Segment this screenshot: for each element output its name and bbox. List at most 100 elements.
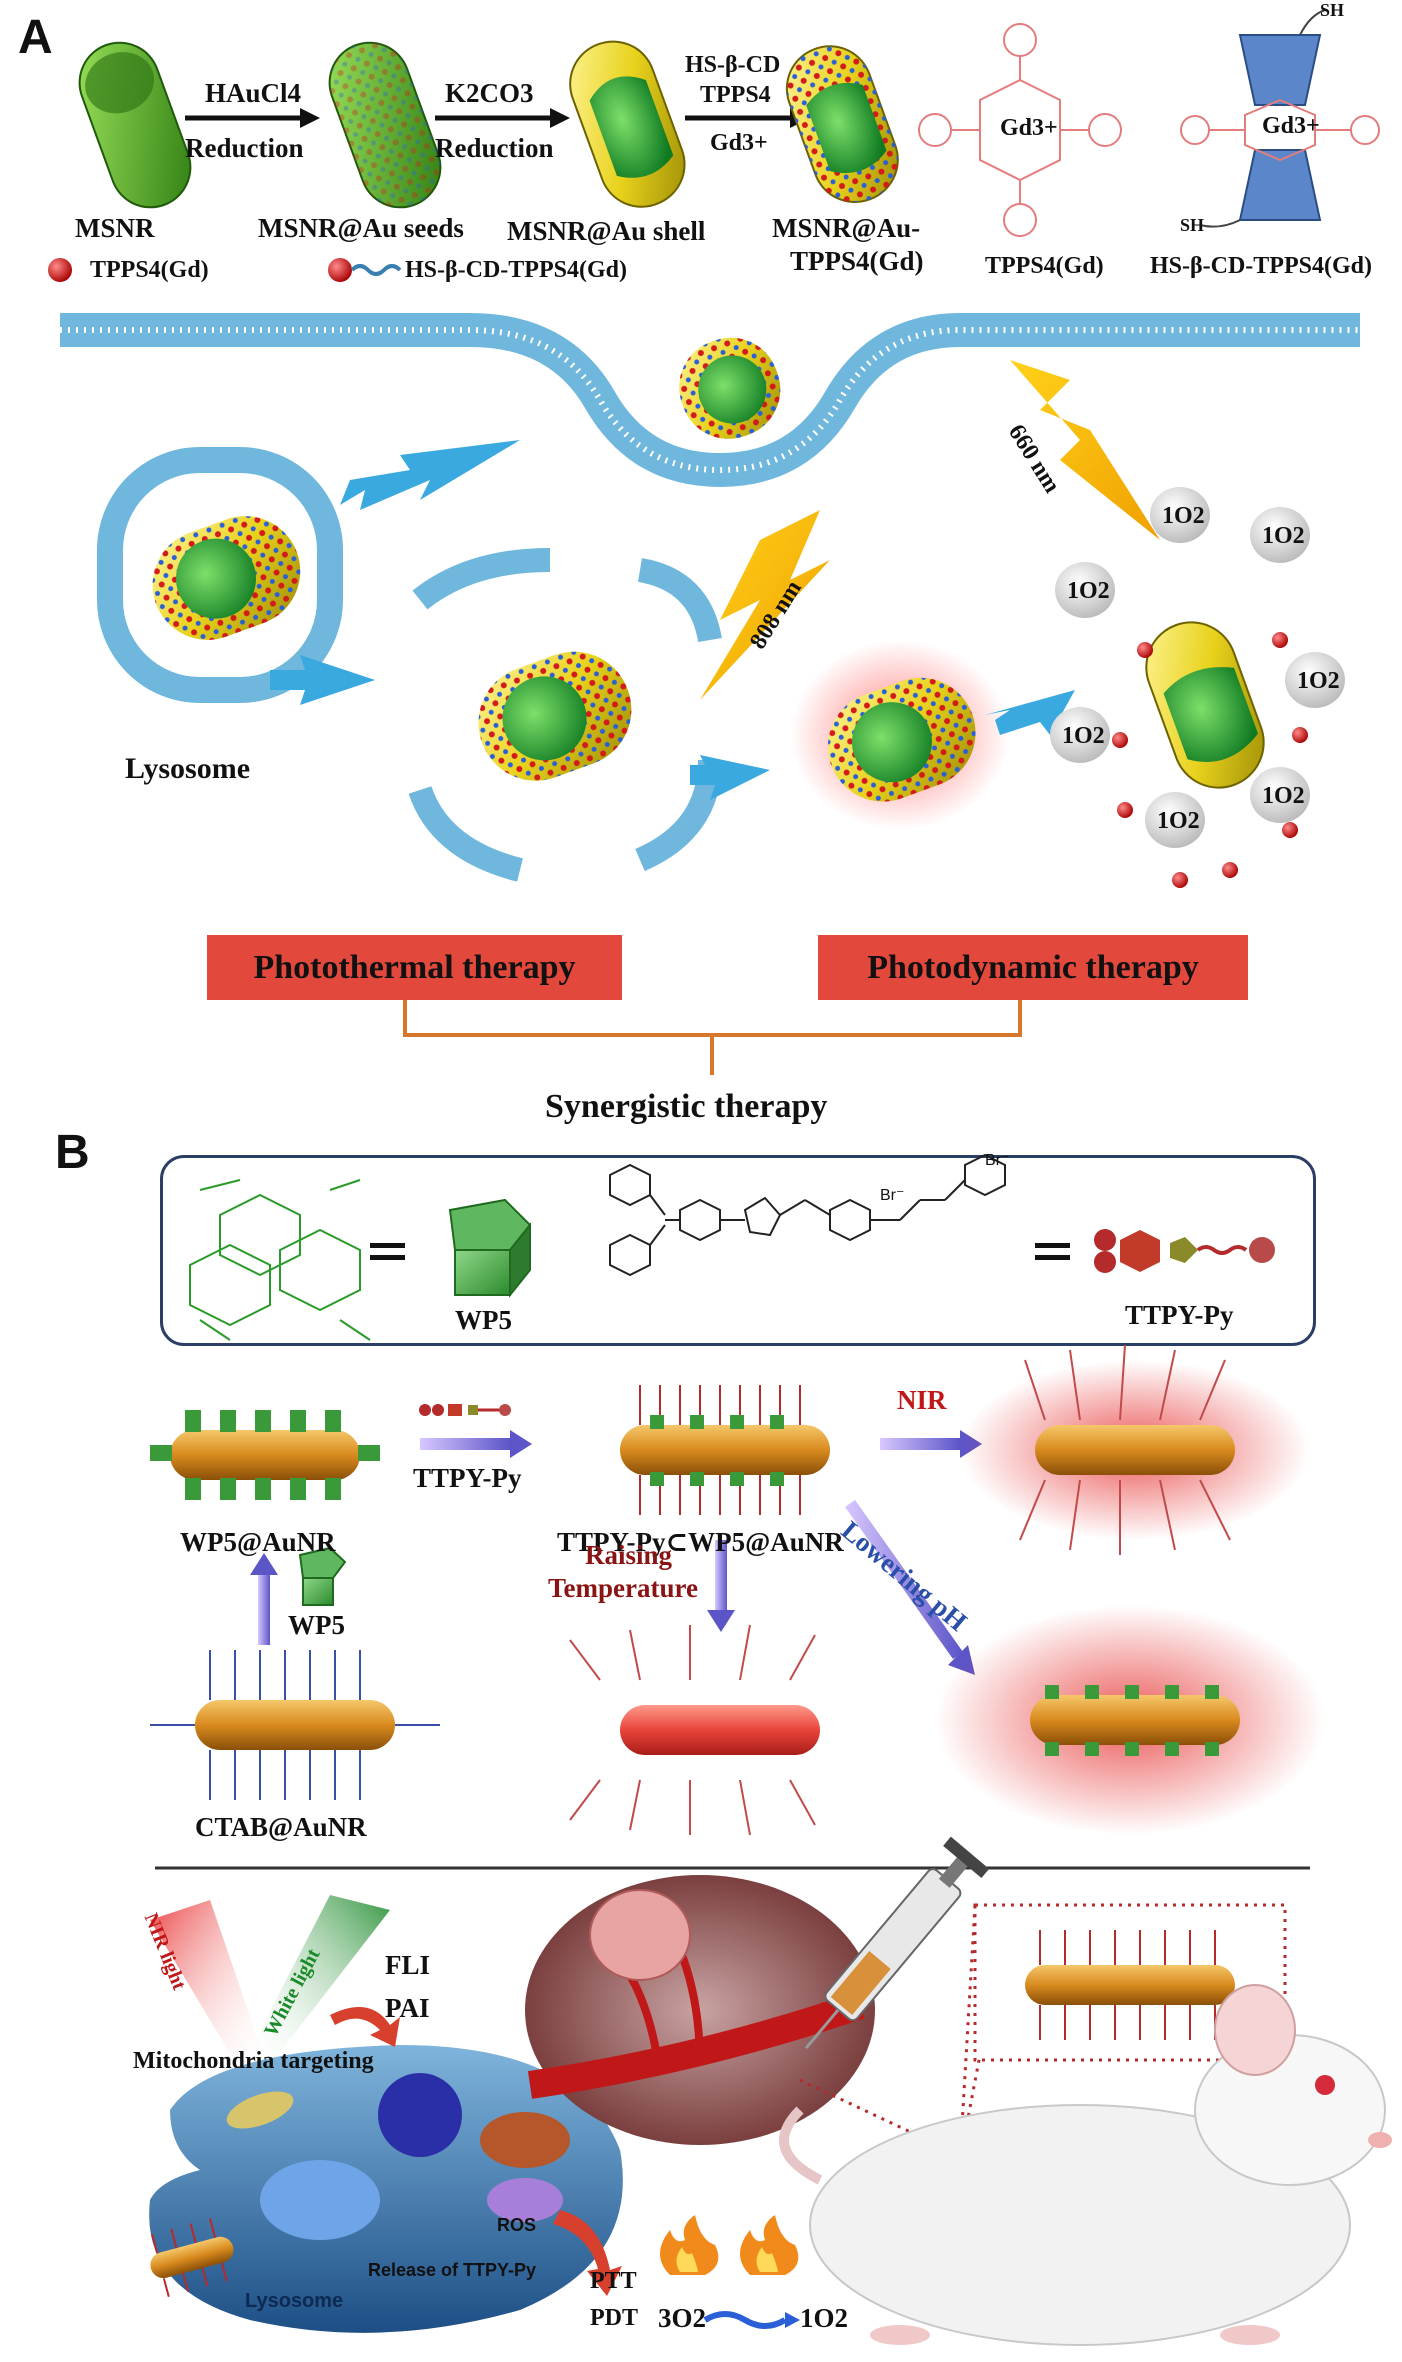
panel-a-illustration — [48, 9, 1380, 1075]
ttpy-wp5-aunr-rod — [620, 1385, 830, 1515]
organelles — [226, 2073, 570, 2240]
stage4-label-1: MSNR@Au- — [772, 213, 921, 243]
step2-reagent: K2CO3 — [445, 78, 534, 108]
stage2-label: MSNR@Au seeds — [258, 213, 464, 243]
ptt-label: PTT — [590, 2268, 637, 2294]
synergistic-therapy-label: Synergistic therapy — [545, 1088, 828, 1125]
ttpy-arrow-label: TTPY-Py — [413, 1463, 522, 1493]
chemical-structures-box — [160, 1155, 1316, 1346]
zoomed-complex-rod — [1025, 1930, 1235, 2040]
lysosome-vesicle — [97, 447, 343, 703]
mitochondria-label: Mitochondria targeting — [133, 2048, 374, 2074]
o2-label-5: 1O2 — [1062, 723, 1105, 749]
mol2-thiol-bottom: SH — [1180, 215, 1205, 235]
arrow-raising-temperature — [707, 1540, 735, 1632]
o2-label-3: 1O2 — [1067, 578, 1110, 604]
zoom-lines — [799, 1903, 1287, 2162]
msnr-au-seeds-rod — [328, 41, 442, 209]
intracellular-rod — [150, 2218, 234, 2298]
release-arrows — [330, 2007, 622, 2296]
stage4-label-2: TPPS4(Gd) — [790, 246, 924, 276]
ttpy-py-cartoon — [1094, 1229, 1275, 1273]
ctab-aunr-rod — [150, 1650, 440, 1800]
ph-released-rod — [1030, 1685, 1240, 1756]
o2-label-1: 1O2 — [1162, 503, 1205, 529]
nanorod-in-lysosome — [152, 516, 301, 640]
stage3-label: MSNR@Au shell — [507, 216, 706, 246]
nanorod-released — [478, 651, 632, 781]
nir-light-beam — [150, 1900, 265, 2070]
flame-icon-1 — [660, 2215, 719, 2275]
pdt-label: PDT — [590, 2305, 638, 2331]
msnr-rod — [78, 41, 192, 209]
syringe-icon — [804, 1836, 990, 2050]
nanorod-pdt — [1145, 621, 1265, 789]
o2-label-2: 1O2 — [1262, 523, 1305, 549]
release-label: Release of TTPY-Py — [368, 2260, 537, 2280]
wp5-small-prism — [298, 1546, 347, 1606]
step1-reagent: HAuCl4 — [205, 78, 302, 108]
lysosome-label: Lysosome — [125, 752, 251, 785]
photothermal-therapy-box: Photothermal therapy — [207, 935, 622, 1000]
laser-808-bolt — [700, 510, 830, 700]
photodynamic-therapy-box: Photodynamic therapy — [818, 935, 1248, 1000]
step2-process: Reduction — [435, 133, 554, 163]
hs-cd-tpps4-gd-structure — [1180, 9, 1380, 228]
panel-a-letter: A — [18, 11, 53, 64]
cell-membrane — [60, 313, 1360, 488]
mol1-name: TPPS4(Gd) — [985, 253, 1104, 279]
oxygen-conversion-arrow — [703, 2311, 787, 2329]
stage1-label: MSNR — [75, 213, 155, 243]
o2-label-6: 1O2 — [1262, 783, 1305, 809]
bromide-1: Br⁻ — [880, 1187, 905, 1204]
wp5-aunr-label: WP5@AuNR — [180, 1527, 336, 1557]
ttpy-py-label: TTPY-Py — [1125, 1300, 1234, 1330]
endocytosis-arrow — [340, 440, 520, 510]
nir-label: NIR — [897, 1385, 947, 1415]
pai-label: PAI — [385, 1993, 430, 2023]
tumor-mass — [589, 1889, 691, 1981]
arrow-to-heated — [690, 755, 770, 800]
panel-b-letter: B — [55, 1126, 90, 1179]
wp5-prism-icon — [448, 1198, 532, 1298]
ros-label: ROS — [497, 2215, 537, 2235]
step3-reagent-3: Gd3+ — [710, 130, 768, 156]
triplet-oxygen-label: 3O2 — [658, 2303, 707, 2333]
released-photosensitizers — [1112, 632, 1308, 888]
legend-hs-cd-tpps4-gd: HS-β-CD-TPPS4(Gd) — [405, 257, 627, 283]
nir-heated-rod — [1019, 1344, 1235, 1555]
temperature-released-rod — [569, 1624, 820, 1836]
wp5-label: WP5 — [455, 1305, 512, 1335]
mol2-thiol-top: SH — [1320, 0, 1345, 20]
raising-label-1: Raising — [585, 1540, 673, 1570]
step3-reagent-2: TPPS4 — [700, 82, 771, 108]
complex-label: TTPY-Py⊂WP5@AuNR — [557, 1527, 844, 1557]
legend-tpps4-gd: TPPS4(Gd) — [90, 257, 209, 283]
msnr-au-shell-rod — [569, 40, 686, 208]
wp5-structure — [189, 1179, 371, 1341]
mol2-center-ion: Gd3+ — [1262, 113, 1320, 139]
singlet-oxygen-bubbles — [1050, 487, 1345, 848]
lysosome-b-label: Lysosome — [245, 2290, 344, 2312]
white-light-beam — [245, 1895, 390, 2065]
o2-label-7: 1O2 — [1157, 808, 1200, 834]
mouse-illustration — [779, 1984, 1392, 2346]
ctab-aunr-label: CTAB@AuNR — [195, 1812, 367, 1842]
tpps4-gd-legend-dot — [48, 258, 72, 282]
step1-process: Reduction — [185, 133, 304, 163]
bromide-2: Br⁻ — [985, 1152, 1010, 1169]
tpps4-gd-structure — [918, 23, 1122, 237]
step3-reagent-1: HS-β-CD — [685, 52, 781, 78]
equals-sign-2 — [1035, 1243, 1070, 1248]
hs-cd-tpps4-legend-tail — [350, 264, 402, 276]
laser-660-bolt — [1010, 360, 1160, 540]
msnr-au-tpps4-rod — [785, 45, 899, 204]
o2-label-4: 1O2 — [1297, 668, 1340, 694]
singlet-oxygen-label: 1O2 — [800, 2303, 849, 2333]
arrow-add-wp5 — [250, 1553, 278, 1645]
arrow-to-rupture — [270, 655, 375, 705]
wp5-aunr-rod — [150, 1410, 380, 1500]
flame-icon-2 — [740, 2215, 799, 2275]
arrow-add-ttpy — [419, 1404, 532, 1458]
nanorod-heated — [827, 677, 976, 802]
